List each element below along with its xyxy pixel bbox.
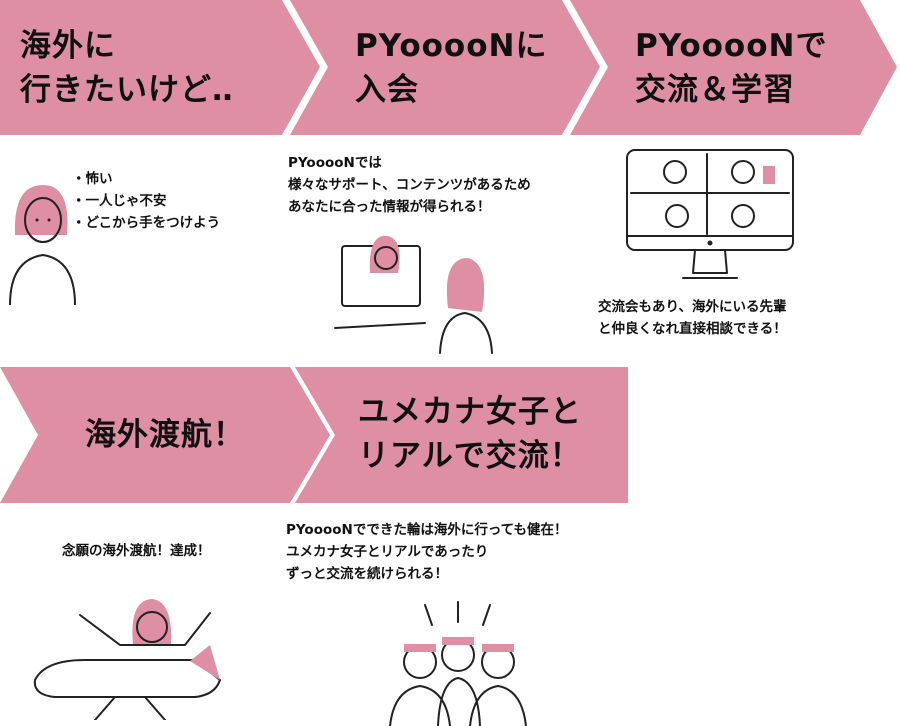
video-call-monitor-illustration: [626, 149, 794, 279]
desc-line: 様々なサポート、コンテンツがあるため: [288, 177, 531, 193]
step-1-arrow: [0, 0, 320, 135]
desc-line: 念願の海外渡航！達成！: [62, 543, 211, 559]
friends-meetup-illustration: [389, 601, 527, 726]
step-3-arrow: [570, 0, 897, 135]
title-line: ユメカナ女子と: [358, 394, 582, 430]
step-5-arrow: [295, 367, 628, 503]
airplane-celebration-illustration: [33, 599, 221, 720]
title-line: PYooooNに: [355, 28, 548, 64]
desc-line: 交流会もあり、海外にいる先輩: [598, 299, 787, 315]
step-2-desc: PYooooNでは 様々なサポート、コンテンツがあるため あなたに合った情報が得…: [288, 152, 531, 218]
bullet: ・怖い: [72, 171, 113, 187]
title-line: 入会: [355, 72, 419, 108]
bullet: ・どこから手をつけよう: [72, 215, 221, 231]
step-5-title: ユメカナ女子と リアルで交流！: [358, 390, 582, 478]
desc-line: あなたに合った情報が得られる！: [288, 199, 491, 215]
desc-line: ユメカナ女子とリアルであったり: [286, 544, 489, 560]
desc-line: PYooooNでできた輪は海外に行っても健在！: [286, 522, 568, 538]
title-line: リアルで交流！: [358, 438, 582, 474]
desc-line: と仲良くなれ直接相談できる！: [598, 321, 787, 337]
step-2-arrow: [290, 0, 600, 135]
step-1-bullets: ・怖い ・一人じゃ不安 ・どこから手をつけよう: [72, 168, 220, 234]
title-line: 行きたいけど‥: [20, 72, 234, 108]
step-4-arrow: [0, 367, 330, 503]
step-4-desc: 念願の海外渡航！達成！: [62, 540, 211, 562]
title-line: 交流＆学習: [635, 72, 795, 108]
title-line: 海外渡航！: [85, 417, 245, 453]
step-5-desc: PYooooNでできた輪は海外に行っても健在！ ユメカナ女子とリアルであったり …: [286, 519, 567, 585]
step-4-title: 海外渡航！: [85, 413, 245, 457]
step-2-title: PYooooNに 入会: [355, 24, 547, 112]
desc-line: PYooooNでは: [288, 155, 382, 171]
title-line: PYooooNで: [635, 28, 828, 64]
online-consultation-illustration: [334, 235, 493, 354]
bullet: ・一人じゃ不安: [72, 193, 167, 209]
desc-line: ずっと交流を続けられる！: [286, 566, 448, 582]
step-1-title: 海外に 行きたいけど‥: [20, 24, 234, 112]
title-line: 海外に: [20, 28, 116, 64]
step-3-desc: 交流会もあり、海外にいる先輩 と仲良くなれ直接相談できる！: [598, 296, 787, 340]
step-3-title: PYooooNで 交流＆学習: [635, 24, 827, 112]
worried-woman-illustration: [9, 185, 76, 305]
